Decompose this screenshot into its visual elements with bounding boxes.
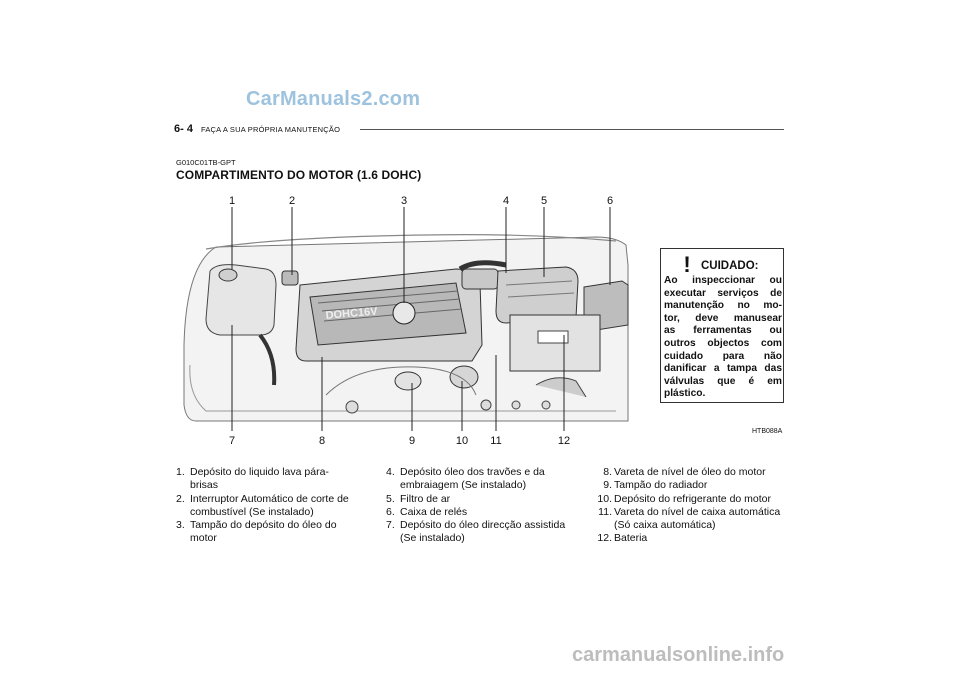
- callout-6: 6: [607, 195, 613, 207]
- legend-item: 9.Tampão do radiador: [603, 479, 708, 492]
- legend-item: 10.Depósito do refrigerante do motor: [597, 492, 772, 505]
- caution-text: Ao inspeccionar ou executar serviços de …: [664, 275, 782, 401]
- legend-item: 7.Depósito do óleo direcção assistida(Se…: [386, 519, 566, 545]
- legend-item: 6.Caixa de relés: [386, 505, 468, 518]
- callout-5: 5: [541, 195, 547, 207]
- legend-item: 5.Filtro de ar: [386, 492, 451, 505]
- header-rule: [360, 129, 784, 130]
- legend-item: 12.Bateria: [597, 532, 648, 545]
- legend-item: 11.Vareta do nível de caixa automática(S…: [598, 505, 781, 532]
- callout-7: 7: [229, 435, 235, 447]
- caution-line: danificar a tampa das: [664, 363, 782, 375]
- callout-11: 11: [490, 435, 501, 447]
- page-header: 6- 4 FAÇA A SUA PRÓPRIA MANUTENÇÃO: [174, 123, 340, 135]
- section-title: FAÇA A SUA PRÓPRIA MANUTENÇÃO: [200, 125, 341, 134]
- legend-item: 1.Depósito do liquido lava pára-brisas: [176, 466, 329, 492]
- warning-symbol: !: [683, 252, 690, 275]
- callout-3: 3: [401, 195, 407, 207]
- callout-4: 4: [503, 195, 509, 207]
- watermark: CarManuals2.com: [246, 88, 421, 110]
- engine-badge-text: DOHC16V: [325, 305, 378, 322]
- caution-line: plástico.: [664, 388, 706, 400]
- legend-item: 8.Vareta de nível de óleo do motor: [603, 466, 766, 478]
- callout-8: 8: [319, 435, 325, 447]
- figure-id: HTB088A: [752, 428, 783, 435]
- caution-line: outros objectos com: [664, 337, 782, 349]
- warning-triangle-icon: !: [673, 251, 701, 275]
- caution-line: as ferramentas ou: [664, 325, 782, 337]
- caution-line: tor, deve manusear: [664, 312, 782, 324]
- caution-line: Ao inspeccionar ou: [664, 275, 782, 286]
- caution-line: executar serviços de: [664, 287, 782, 299]
- caution-line: manutenção no mo-: [664, 300, 782, 312]
- page-number: 6- 4: [174, 123, 193, 135]
- caution-line: válvulas que é em: [664, 375, 782, 387]
- callout-10: 10: [456, 435, 468, 447]
- caution-title: CUIDADO:: [701, 260, 759, 272]
- caution-box: ! CUIDADO: Ao inspeccionar ou executar s…: [660, 248, 784, 403]
- legend-column-1: 1.Depósito do liquido lava pára-brisas 2…: [176, 466, 366, 546]
- doc-code: G010C01TB-GPT: [176, 158, 236, 167]
- legend-column-3: 8.Vareta de nível de óleo do motor 9.Tam…: [594, 466, 790, 546]
- engine-illustration: DOHC16V 1 2 3 4 5: [183, 195, 629, 447]
- footer-watermark: carmanualsonline.info: [572, 644, 785, 666]
- page-title: COMPARTIMENTO DO MOTOR (1.6 DOHC): [176, 168, 422, 182]
- callout-9: 9: [409, 435, 415, 447]
- callout-2: 2: [289, 195, 295, 207]
- callout-12: 12: [558, 435, 570, 447]
- callout-1: 1: [229, 195, 235, 207]
- leader-lines: [231, 207, 611, 431]
- caution-line: cuidado para não: [664, 350, 782, 362]
